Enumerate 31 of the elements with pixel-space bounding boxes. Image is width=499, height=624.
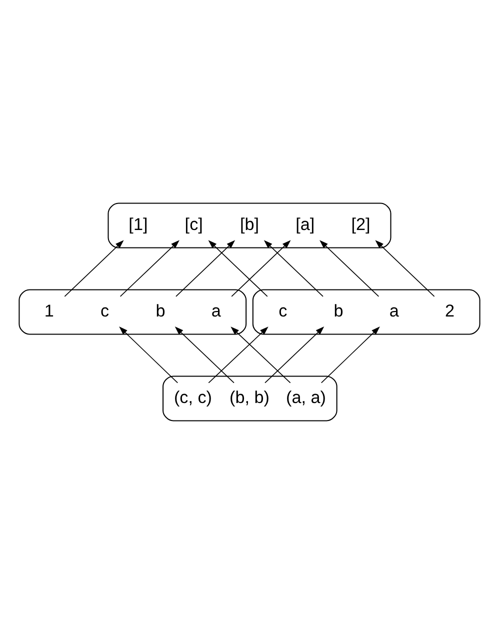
- arrow: [320, 326, 380, 384]
- arrow: [208, 240, 268, 297]
- arrow: [230, 326, 291, 384]
- node-text: b: [156, 301, 166, 320]
- node-text: a: [211, 301, 221, 320]
- node-text: a: [389, 301, 399, 320]
- node-text: (b, b): [230, 388, 270, 407]
- node-text: (c, c): [174, 388, 212, 407]
- cluster: [162, 376, 338, 422]
- node-text: [2]: [351, 214, 370, 234]
- arrow: [119, 326, 178, 384]
- node-text: 2: [445, 301, 455, 320]
- node-text: b: [334, 301, 344, 320]
- node-text: [1]: [128, 214, 148, 234]
- node-text: (a, a): [286, 388, 326, 407]
- arrow: [64, 240, 124, 297]
- node-text: [b]: [240, 214, 260, 234]
- arrow: [375, 240, 435, 297]
- node-text: [a]: [296, 214, 315, 234]
- arrow: [320, 240, 380, 297]
- arrow: [231, 240, 291, 297]
- node-text: 1: [44, 301, 54, 320]
- node-text: c: [278, 301, 288, 320]
- arrow: [264, 326, 324, 384]
- arrow: [264, 240, 324, 297]
- arrow: [174, 326, 234, 384]
- node-text: c: [100, 301, 110, 320]
- arrow: [120, 240, 180, 297]
- arrow: [176, 240, 236, 297]
- node-text: [c]: [184, 214, 203, 234]
- arrow: [208, 326, 268, 384]
